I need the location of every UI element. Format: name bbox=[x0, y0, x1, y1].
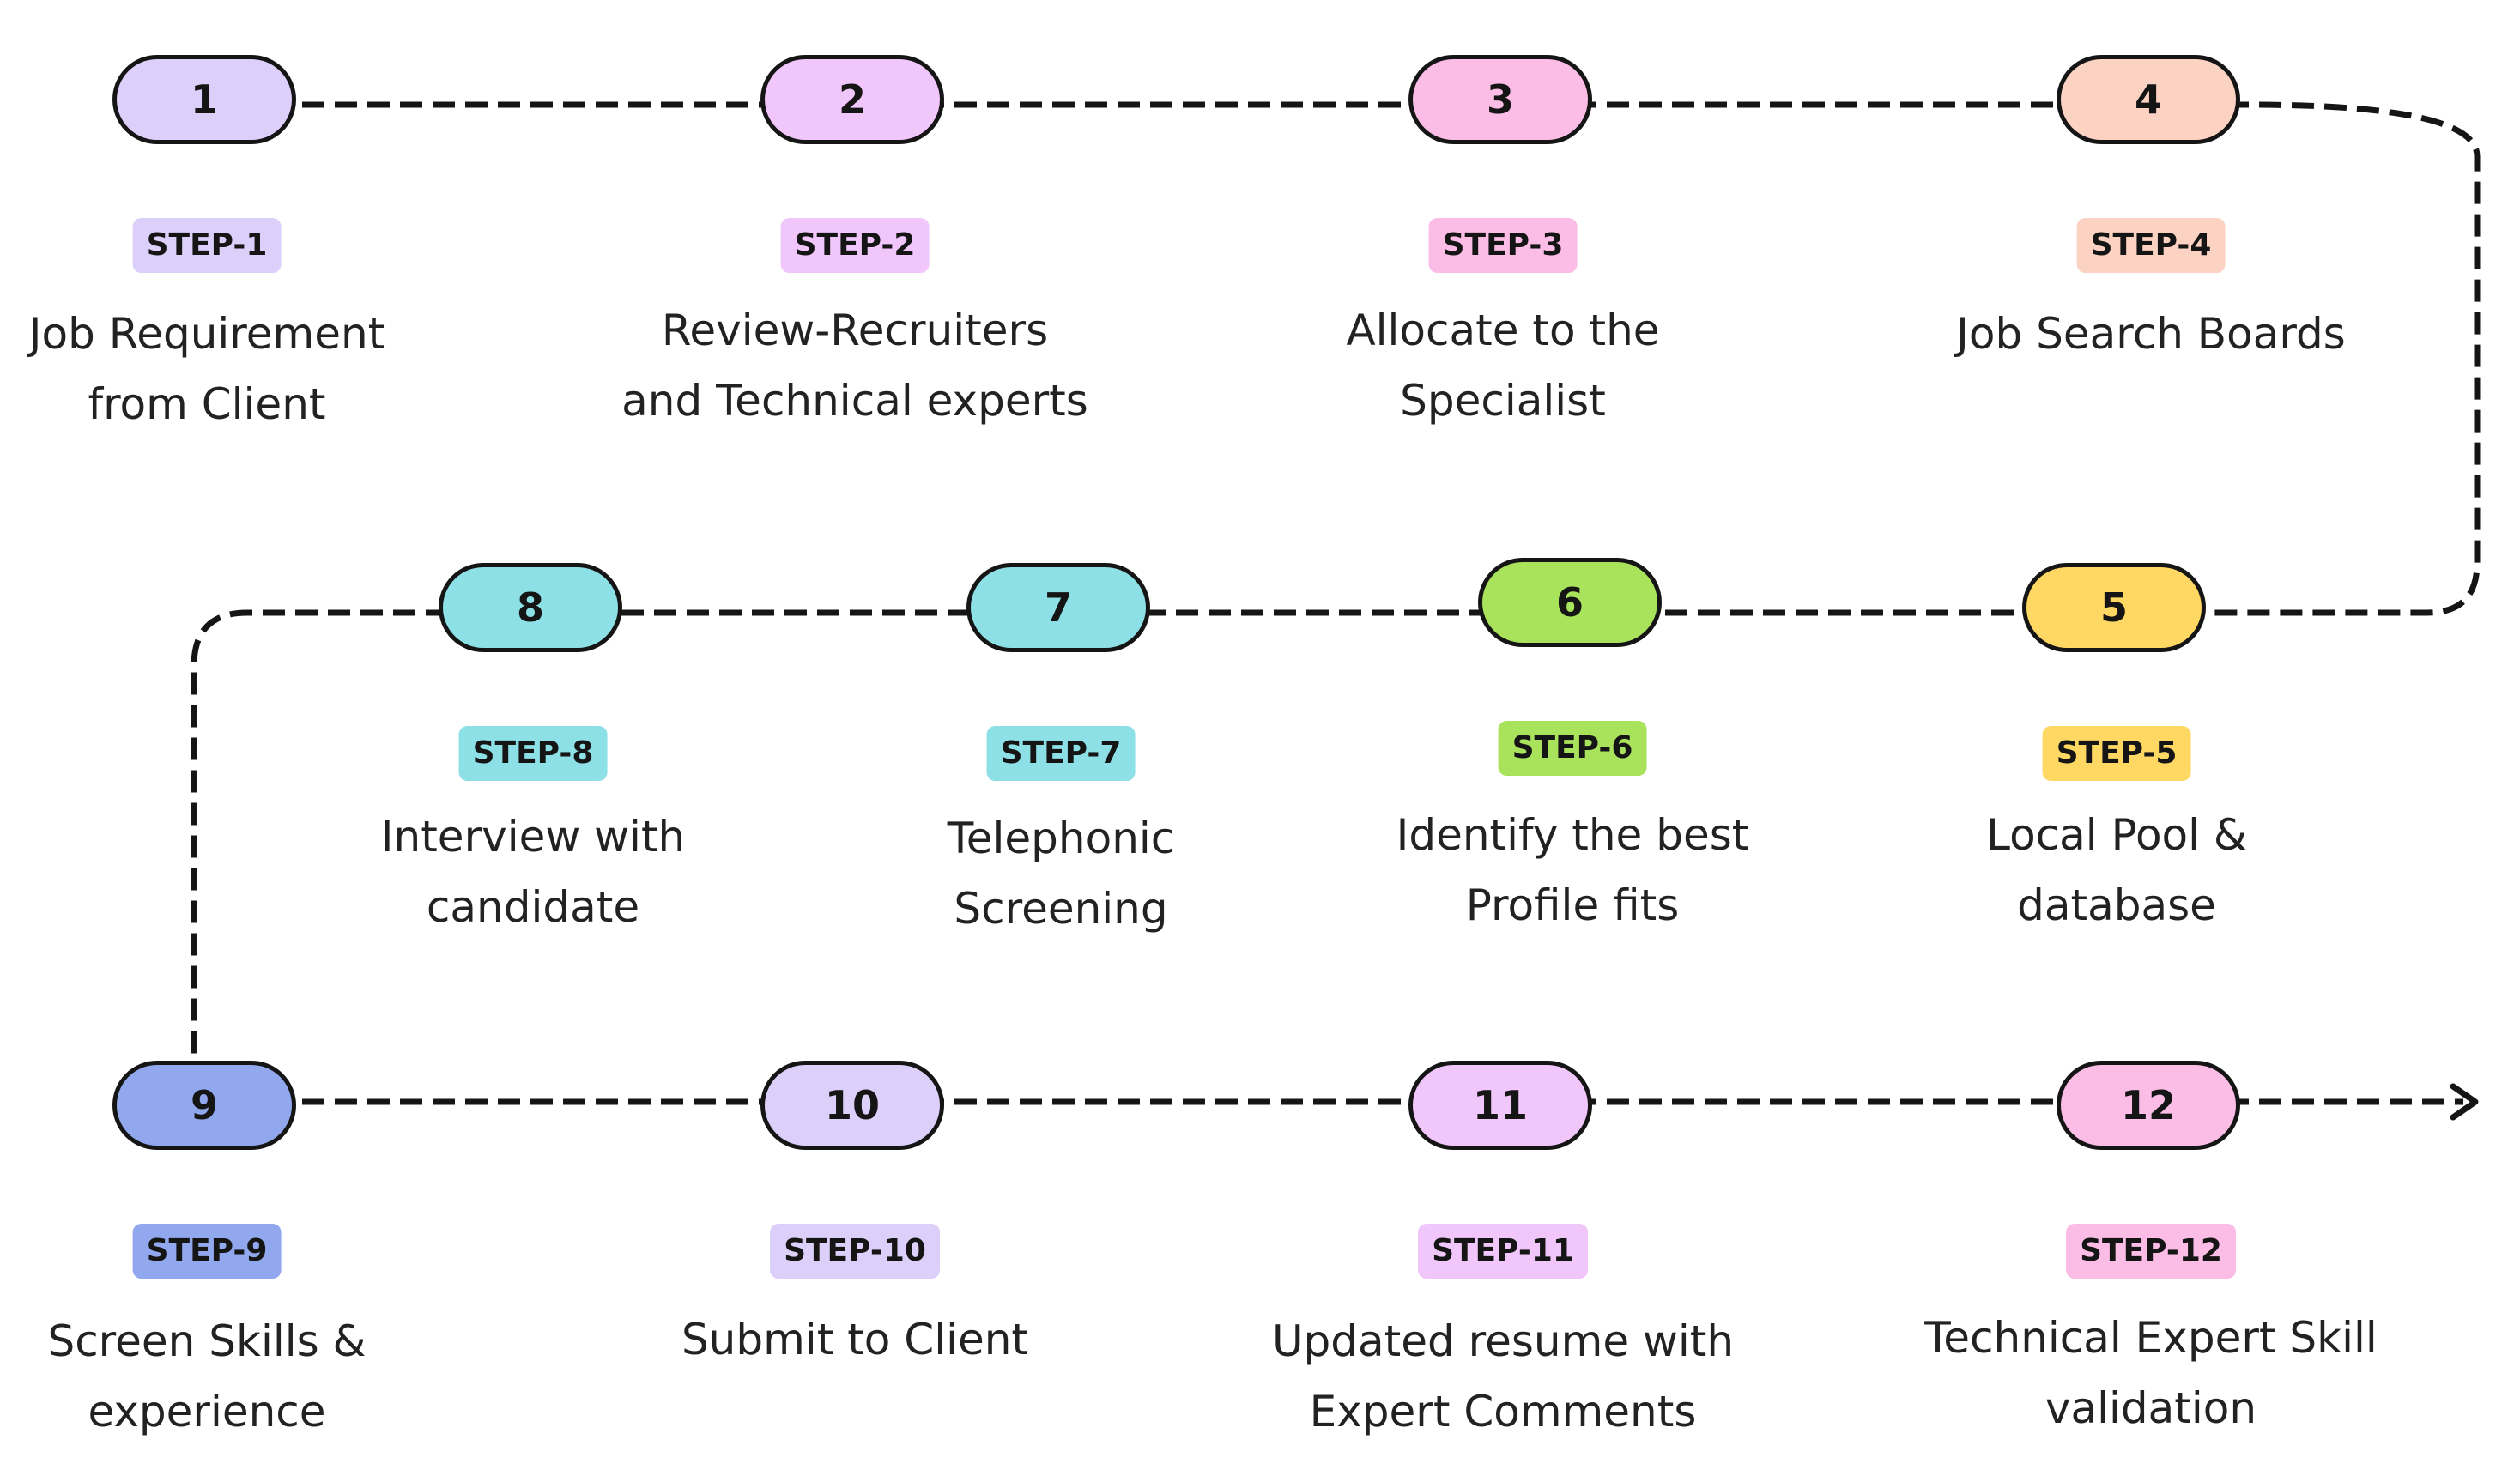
connector-row-2 bbox=[191, 609, 2177, 1064]
step-12-number: 12 bbox=[2120, 1082, 2176, 1128]
step-12-tag: STEP-12 bbox=[2066, 1224, 2236, 1279]
step-11-number-pill: 11 bbox=[1408, 1061, 1592, 1150]
step-9-tag: STEP-9 bbox=[132, 1224, 282, 1279]
arrow-head-icon bbox=[2450, 1083, 2479, 1121]
step-3-description: Allocate to the Specialist bbox=[1346, 305, 1660, 426]
step-7-tag: STEP-7 bbox=[986, 726, 1136, 781]
step-1-number: 1 bbox=[190, 76, 218, 123]
step-5-number: 5 bbox=[2099, 584, 2128, 631]
step-8-description: Interview with candidate bbox=[380, 812, 686, 932]
step-4-number: 4 bbox=[2134, 76, 2162, 123]
step-11-description: Updated resume with Expert Comments bbox=[1271, 1316, 1735, 1437]
step-5-tag: STEP-5 bbox=[2042, 726, 2191, 781]
connector-row-1 bbox=[302, 101, 2481, 616]
step-6-number-pill: 6 bbox=[1478, 558, 1662, 647]
step-1-tag: STEP-1 bbox=[132, 218, 282, 273]
step-6-number: 6 bbox=[1555, 579, 1584, 626]
step-3-tag: STEP-3 bbox=[1428, 218, 1578, 273]
step-5-number-pill: 5 bbox=[2022, 563, 2206, 652]
step-4-description: Job Search Boards bbox=[1956, 309, 2346, 359]
step-3-number: 3 bbox=[1486, 76, 1514, 123]
step-2-description: Review-Recruiters and Technical experts bbox=[621, 305, 1088, 426]
step-9-number-pill: 9 bbox=[112, 1061, 296, 1150]
step-6-tag: STEP-6 bbox=[1498, 721, 1647, 776]
step-10-tag: STEP-10 bbox=[770, 1224, 940, 1279]
step-2-number-pill: 2 bbox=[760, 55, 944, 144]
step-9-description: Screen Skills & experience bbox=[47, 1316, 366, 1437]
step-8-number-pill: 8 bbox=[439, 563, 622, 652]
step-11-number: 11 bbox=[1472, 1082, 1528, 1128]
step-7-description: Telephonic Screening bbox=[947, 814, 1175, 934]
step-5-description: Local Pool & database bbox=[1986, 810, 2247, 930]
step-2-number: 2 bbox=[838, 76, 866, 123]
step-8-tag: STEP-8 bbox=[458, 726, 608, 781]
step-2-tag: STEP-2 bbox=[780, 218, 930, 273]
step-3-number-pill: 3 bbox=[1408, 55, 1592, 144]
step-4-number-pill: 4 bbox=[2057, 55, 2240, 144]
step-12-number-pill: 12 bbox=[2057, 1061, 2240, 1150]
step-9-number: 9 bbox=[190, 1082, 218, 1128]
step-8-number: 8 bbox=[516, 584, 544, 631]
step-6-description: Identify the best Profile fits bbox=[1396, 810, 1749, 930]
step-10-number: 10 bbox=[824, 1082, 880, 1128]
step-1-description: Job Requirement from Client bbox=[28, 309, 385, 429]
step-4-tag: STEP-4 bbox=[2076, 218, 2226, 273]
step-10-description: Submit to Client bbox=[681, 1315, 1029, 1364]
step-7-number-pill: 7 bbox=[966, 563, 1150, 652]
step-11-tag: STEP-11 bbox=[1418, 1224, 1588, 1279]
step-1-number-pill: 1 bbox=[112, 55, 296, 144]
step-12-description: Technical Expert Skill validation bbox=[1924, 1313, 2378, 1433]
step-7-number: 7 bbox=[1044, 584, 1072, 631]
step-10-number-pill: 10 bbox=[760, 1061, 944, 1150]
